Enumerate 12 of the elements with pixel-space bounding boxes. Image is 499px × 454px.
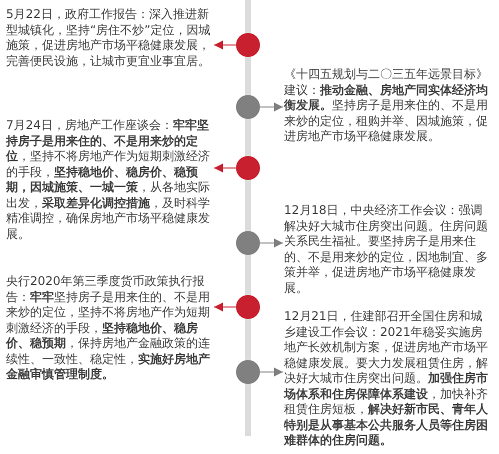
- pointer-arrow: [214, 302, 236, 312]
- event-description: 7月24日，房地产工作座谈会：牢牢坚持房子是用来住的、不是用来炒的定位，坚持不将房地产作为短期刺激经济的手段，坚持稳地价、稳房价、稳预期，因城施策、一城一策，从各地实际出发，采取差异化调控措施，及时科学精准调控，确保房地产市场平稳健康发展。: [6, 118, 211, 242]
- pointer-arrow: [260, 102, 284, 112]
- pointer-arrow: [260, 238, 284, 248]
- event-description: 12月18日，中央经济工作会议：强调解决好大城市住房突出问题。住房问题关系民生福祉。要坚持房子是用来住的、不是用来炒的定位，因地制宜、多策并举，促进房地产市场平稳健康发展。: [284, 203, 489, 296]
- event-description: 5月22日，政府工作报告：深入推进新型城镇化，坚持“房住不炒”定位，因城施策，促进房地产市场平稳健康发展，完善便民设施，让城市更宜业事宜居。: [6, 7, 212, 69]
- pointer-arrow: [214, 40, 236, 50]
- event-description: 央行2020年第三季度货币政策执行报告：牢牢坚持房子是用来住的、不是用来炒的定位，坚持不将房地产作为短期刺激经济的手段，坚持稳地价、稳房价、稳预期，保持房地产金融政策的连续性、一致性、稳定性，实施好房地产金融审慎管理制度。: [6, 274, 211, 382]
- event-description: 《十四五规划与二〇三五年远景目标》建议：推动金融、房地产同实体经济均衡发展。坚持房子是用来住的、不是用来炒的定位，租购并举、因城施策，促进房地产市场平稳健康发展。: [284, 67, 489, 144]
- pointer-arrow: [214, 164, 236, 172]
- pointer-arrow: [260, 368, 284, 376]
- event-description: 12月21日，住建部召开全国住房和城乡建设工作会议：2021年稳妥实施房地产长效机制方案，促进房地产市场平稳健康发展。要大力发展租赁住房，解决好大城市住房突出问题。加强住房市场体系和住房保障体系建设，加快补齐租赁住房短板，解决好新市民、青年人特别是从事基本公共服务人员等住房困难群体的住房问题。: [284, 309, 489, 448]
